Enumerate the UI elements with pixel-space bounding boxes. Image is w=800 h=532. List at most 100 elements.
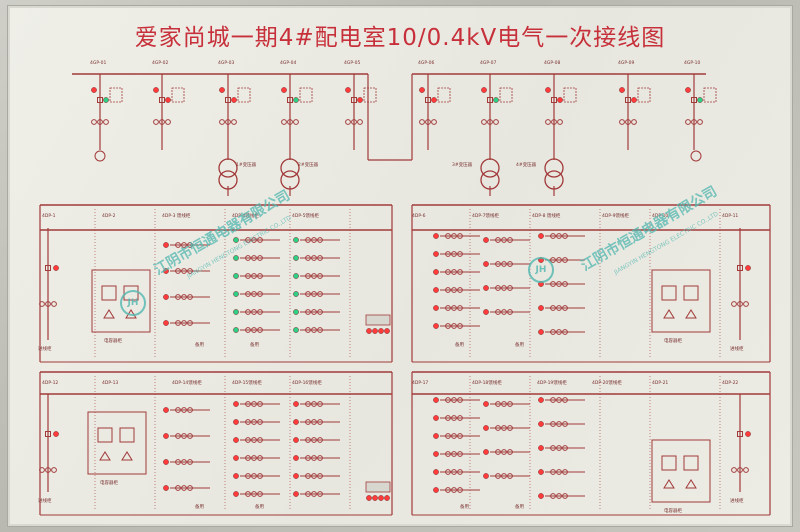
lv-ct xyxy=(562,469,568,475)
lv-cabinet-label: 4DP-3 馈线柜 xyxy=(162,212,191,219)
lv-ct xyxy=(311,273,317,279)
status-lamp xyxy=(293,419,299,425)
company-logo-right: JH xyxy=(528,257,554,283)
status-lamp xyxy=(233,237,239,243)
status-lamp xyxy=(483,285,489,291)
incoming-label: 进线柜 xyxy=(730,497,744,504)
incoming-breaker xyxy=(45,431,51,437)
lv-ct xyxy=(257,491,263,497)
lv-ct xyxy=(445,451,451,457)
pt-symbol xyxy=(94,150,106,162)
lv-ct xyxy=(311,419,317,425)
lv-ct xyxy=(317,455,323,461)
hv-protection-box xyxy=(637,87,651,103)
capacitor-cabinet xyxy=(651,269,711,333)
lv-ct xyxy=(507,401,513,407)
lv-ct xyxy=(562,493,568,499)
lv-ct xyxy=(245,255,251,261)
lv-ct xyxy=(550,329,556,335)
lv-ct xyxy=(495,425,501,431)
status-lamp-red xyxy=(366,495,372,501)
lv-ct xyxy=(175,294,181,300)
status-lamp xyxy=(538,493,544,499)
status-lamp xyxy=(431,97,437,103)
hv-protection-box xyxy=(703,87,717,103)
hv-cabinet-label: 4GP-02 xyxy=(152,60,168,66)
lv-ct xyxy=(556,305,562,311)
status-lamp xyxy=(557,97,563,103)
lv-ct xyxy=(451,233,457,239)
status-lamp-red xyxy=(419,87,425,93)
lv-ct xyxy=(445,469,451,475)
lv-ct xyxy=(317,255,323,261)
lv-ct xyxy=(175,242,181,248)
lv-ct xyxy=(451,397,457,403)
lv-ct xyxy=(245,455,251,461)
capacitor-cabinet-cap xyxy=(663,309,675,319)
lv-ct xyxy=(507,285,513,291)
lv-ct xyxy=(501,261,507,267)
status-lamp xyxy=(433,269,439,275)
spare-label: 备用 xyxy=(515,503,524,510)
lv-ct xyxy=(445,415,451,421)
company-logo-left: JH xyxy=(120,290,146,316)
lv-ct xyxy=(457,287,463,293)
status-lamp xyxy=(233,273,239,279)
hv-ct xyxy=(231,119,237,125)
hv-cabinet-label: 4GP-08 xyxy=(544,60,560,66)
lv-cabinet-label: 4DP-19馈线柜 xyxy=(537,379,567,386)
lv-ct xyxy=(181,268,187,274)
incoming-ct xyxy=(51,467,57,473)
lv-ct xyxy=(305,401,311,407)
hv-ct xyxy=(425,119,431,125)
hv-ct xyxy=(493,119,499,125)
capacitor-label: 电容器柜 xyxy=(664,507,682,514)
lv-ct xyxy=(251,473,257,479)
lv-ct xyxy=(451,269,457,275)
lv-ct xyxy=(507,473,513,479)
lv-ct xyxy=(245,237,251,243)
lv-ct xyxy=(187,407,193,413)
incoming-ct xyxy=(737,301,743,307)
lv-ct xyxy=(507,425,513,431)
lv-ct xyxy=(175,268,181,274)
status-lamp-red xyxy=(745,431,751,437)
lv-cabinet-label: 4DP-6 xyxy=(412,213,426,219)
lv-ct xyxy=(445,305,451,311)
transformer-label: 2#变压器 xyxy=(298,161,319,168)
lv-ct xyxy=(550,305,556,311)
lv-ct xyxy=(457,469,463,475)
hv-ct xyxy=(545,119,551,125)
status-lamp-red xyxy=(378,495,384,501)
status-lamp xyxy=(293,327,299,333)
lv-ct xyxy=(245,437,251,443)
lv-ct xyxy=(451,323,457,329)
lv-ct xyxy=(501,425,507,431)
hv-protection-box xyxy=(171,87,185,103)
lv-ct xyxy=(181,320,187,326)
lv-ct xyxy=(550,421,556,427)
hv-ct xyxy=(293,119,299,125)
lv-ct xyxy=(457,451,463,457)
hv-ct xyxy=(631,119,637,125)
lv-ct xyxy=(562,445,568,451)
status-lamp xyxy=(163,459,169,465)
lv-ct xyxy=(556,233,562,239)
capacitor-cabinet-unit xyxy=(683,285,699,301)
lv-ct xyxy=(187,459,193,465)
lv-ct xyxy=(495,449,501,455)
lv-ct xyxy=(175,320,181,326)
lv-ct xyxy=(181,294,187,300)
capacitor-cabinet-cap xyxy=(103,309,115,319)
hv-protection-box xyxy=(499,87,513,103)
lv-ct xyxy=(501,237,507,243)
incoming-ct xyxy=(45,467,51,473)
lv-ct xyxy=(305,327,311,333)
hv-ct xyxy=(351,119,357,125)
hv-cabinet-label: 4GP-05 xyxy=(344,60,360,66)
incoming-ct xyxy=(39,467,45,473)
hv-ct xyxy=(419,119,425,125)
lv-ct xyxy=(495,237,501,243)
lv-ct xyxy=(457,487,463,493)
